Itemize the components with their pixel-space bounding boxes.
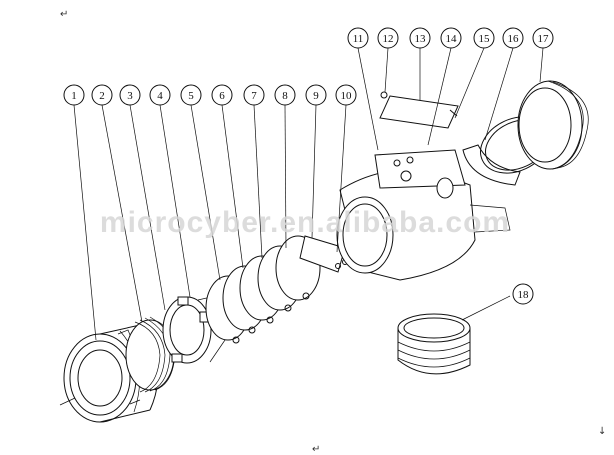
part-11-housing (336, 149, 511, 281)
svg-text:3: 3 (127, 90, 133, 102)
svg-text:4: 4 (157, 90, 163, 102)
callout-15: 15 (473, 27, 495, 49)
part-3-4-keyed-ring (162, 295, 226, 364)
callout-9: 9 (305, 84, 327, 106)
svg-text:2: 2 (99, 90, 105, 102)
svg-text:9: 9 (313, 90, 319, 102)
callout-14: 14 (440, 27, 462, 49)
part-18-threaded-plug (397, 313, 471, 375)
leader-lines (73, 47, 544, 341)
svg-text:15: 15 (479, 33, 491, 45)
callout-6: 6 (211, 84, 233, 106)
svg-text:6: 6 (219, 90, 225, 102)
svg-text:1: 1 (71, 90, 77, 102)
svg-text:13: 13 (415, 33, 427, 45)
callout-4: 4 (149, 84, 171, 106)
callout-8: 8 (274, 84, 296, 106)
svg-text:11: 11 (353, 33, 364, 45)
svg-text:16: 16 (508, 33, 520, 45)
callout-2: 2 (91, 84, 113, 106)
return-mark-bottom: ↵ (312, 444, 320, 455)
callout-7: 7 (243, 84, 265, 106)
part-5-to-8-disc-stack (205, 235, 321, 344)
cursor-mark: ↓ (598, 426, 606, 437)
callout-5: 5 (180, 84, 202, 106)
callout-1: 1 (63, 84, 85, 106)
svg-text:17: 17 (538, 33, 550, 45)
svg-text:7: 7 (251, 90, 257, 102)
svg-text:8: 8 (282, 90, 288, 102)
watermark-text: microcyber.en.alibaba.com (100, 206, 510, 239)
callout-16: 16 (502, 27, 524, 49)
part-17-rear-cap (517, 80, 589, 170)
callout-3: 3 (119, 84, 141, 106)
part-12-14-nameplate (379, 91, 459, 129)
callout-13: 13 (409, 27, 431, 49)
callout-11: 11 (347, 27, 369, 49)
svg-text:5: 5 (188, 90, 194, 102)
svg-text:12: 12 (383, 33, 394, 45)
svg-text:18: 18 (518, 289, 530, 301)
svg-text:10: 10 (341, 90, 353, 102)
callout-17: 17 (532, 27, 554, 49)
callout-10: 10 (335, 84, 357, 106)
callout-12: 12 (377, 27, 399, 49)
callouts: 1 2 3 4 5 6 7 8 (63, 27, 554, 305)
callout-18: 18 (512, 283, 534, 305)
svg-text:14: 14 (446, 33, 458, 45)
return-mark-top: ↵ (60, 9, 68, 20)
